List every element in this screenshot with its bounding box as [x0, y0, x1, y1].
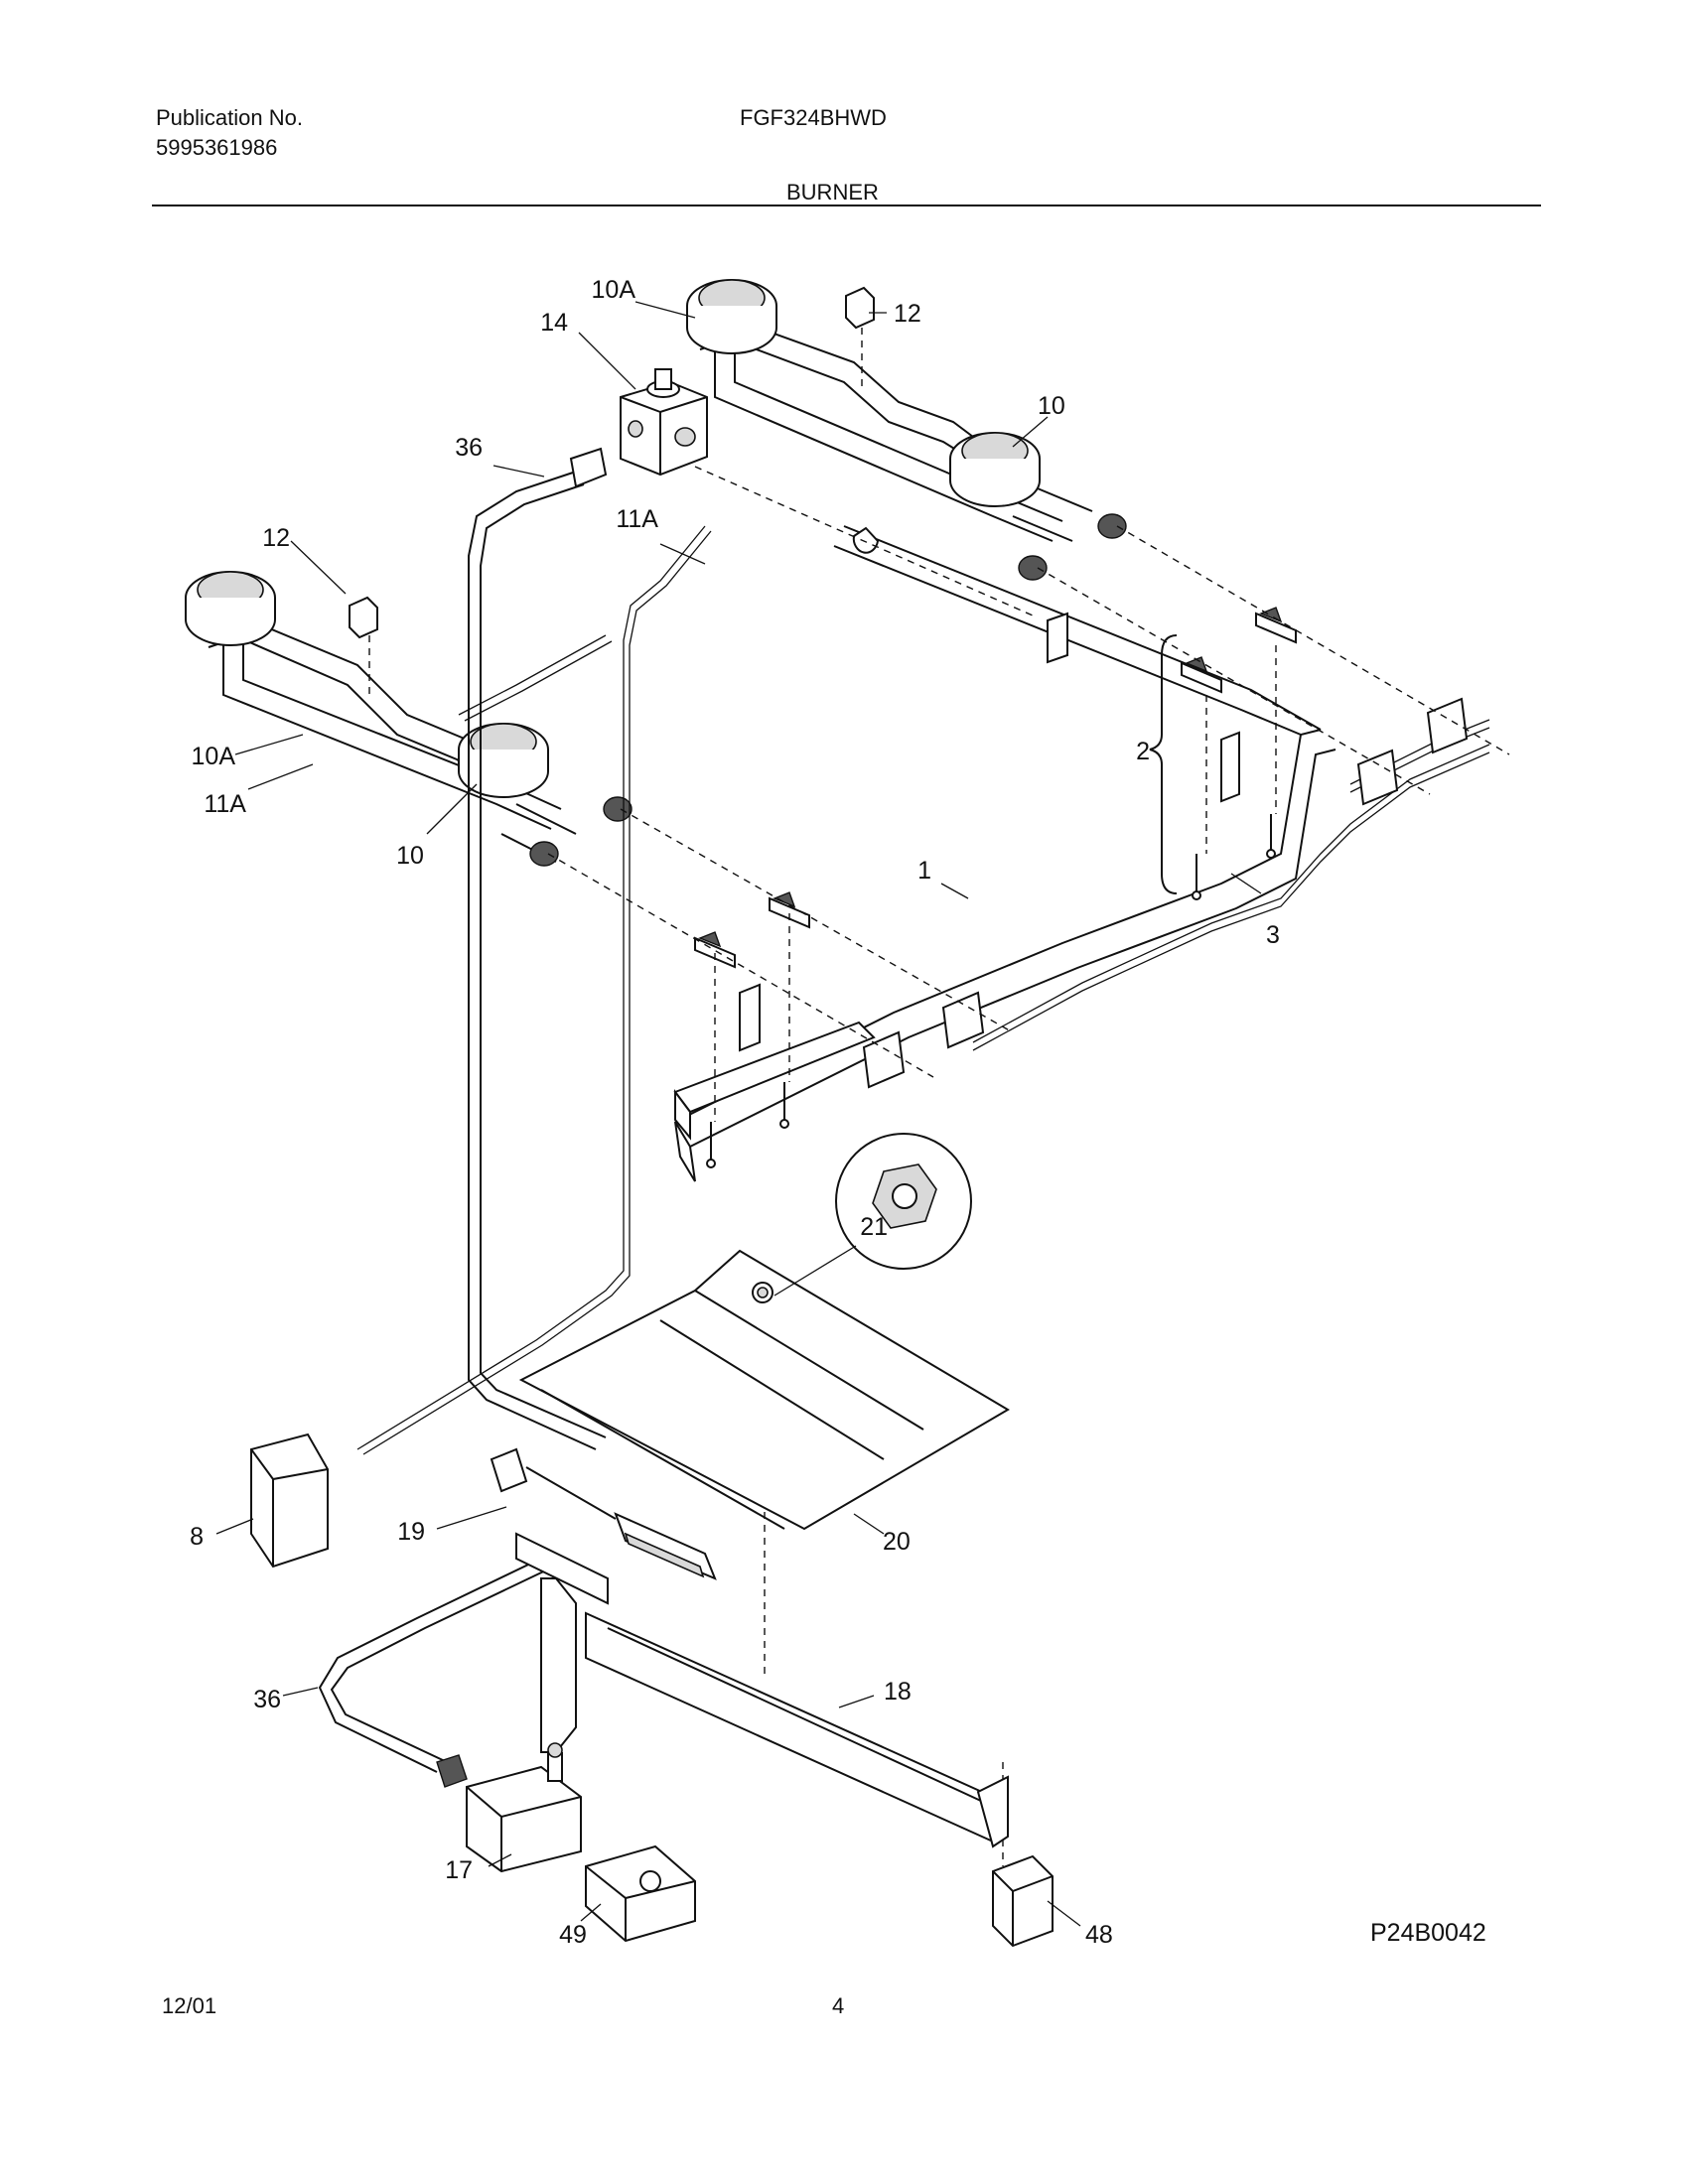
burner-head-10-left [458, 723, 549, 798]
callout-49: 49 [559, 1921, 587, 1949]
callout-3: 3 [1266, 921, 1280, 949]
shield-49 [585, 1844, 696, 1943]
callout-19: 19 [397, 1518, 425, 1546]
callout-11a-mid: 11A [616, 505, 658, 533]
explode-lines [368, 328, 1510, 1866]
gas-line-36-top [468, 447, 608, 1450]
orifice-fittings-left [529, 796, 633, 867]
callout-12-top: 12 [894, 300, 921, 328]
header-rule [152, 205, 1541, 206]
callout-11a-left: 11A [204, 790, 246, 818]
orifice-fittings-top [1018, 513, 1127, 581]
callout-2: 2 [1136, 738, 1150, 765]
publication-number: 5995361986 [156, 135, 278, 160]
callout-10-left: 10 [396, 842, 424, 870]
burner-head-10a-left [185, 571, 276, 646]
footer-date: 12/01 [162, 1993, 217, 2018]
burner-head-10a-top [686, 279, 777, 354]
callout-10a-left: 10A [192, 743, 236, 770]
callout-36-bottom: 36 [253, 1686, 281, 1713]
callout-17: 17 [445, 1856, 473, 1884]
gas-line-11a [356, 525, 712, 1455]
callout-1: 1 [917, 857, 931, 885]
callout-18: 18 [884, 1678, 912, 1706]
valve-14 [620, 368, 708, 477]
callout-21: 21 [860, 1213, 888, 1241]
callout-20: 20 [883, 1528, 911, 1556]
manifold-1 [674, 525, 1336, 1182]
mounting-screws [706, 814, 1276, 1168]
callout-10a-top: 10A [592, 276, 636, 304]
publication-label: Publication No. [156, 105, 303, 130]
bracket-12-left [349, 596, 378, 639]
callout-10-top: 10 [1038, 392, 1065, 420]
section-title: BURNER [786, 180, 879, 205]
manifold-bracket-rear [1047, 612, 1240, 803]
burner-head-10-top [949, 432, 1041, 507]
model-number: FGF324BHWD [740, 105, 887, 130]
footer-page-number: 4 [832, 1993, 845, 2018]
spark-module-8 [250, 1433, 329, 1569]
igniters-2 [694, 607, 1297, 969]
callout-14: 14 [540, 309, 568, 337]
brace-2 [1149, 634, 1178, 894]
manifold-bracket-front [673, 983, 876, 1141]
spark-clips [862, 697, 1469, 1089]
valve-17 [466, 1742, 582, 1873]
callout-12-left: 12 [262, 524, 290, 552]
gas-line-36-bottom [318, 1553, 557, 1788]
callout-36-top: 36 [455, 434, 483, 462]
baffle-20 [518, 1249, 1010, 1531]
bracket-48 [992, 1854, 1054, 1948]
oven-burner-18 [515, 1532, 1009, 1848]
igniter-19 [490, 1447, 717, 1580]
drawing-id: P24B0042 [1370, 1919, 1486, 1947]
callout-48: 48 [1085, 1921, 1113, 1949]
leader-lines [215, 301, 1262, 1927]
nut-21-detail [774, 1133, 972, 1297]
bracket-12-top [845, 286, 875, 330]
callout-8: 8 [190, 1523, 204, 1551]
